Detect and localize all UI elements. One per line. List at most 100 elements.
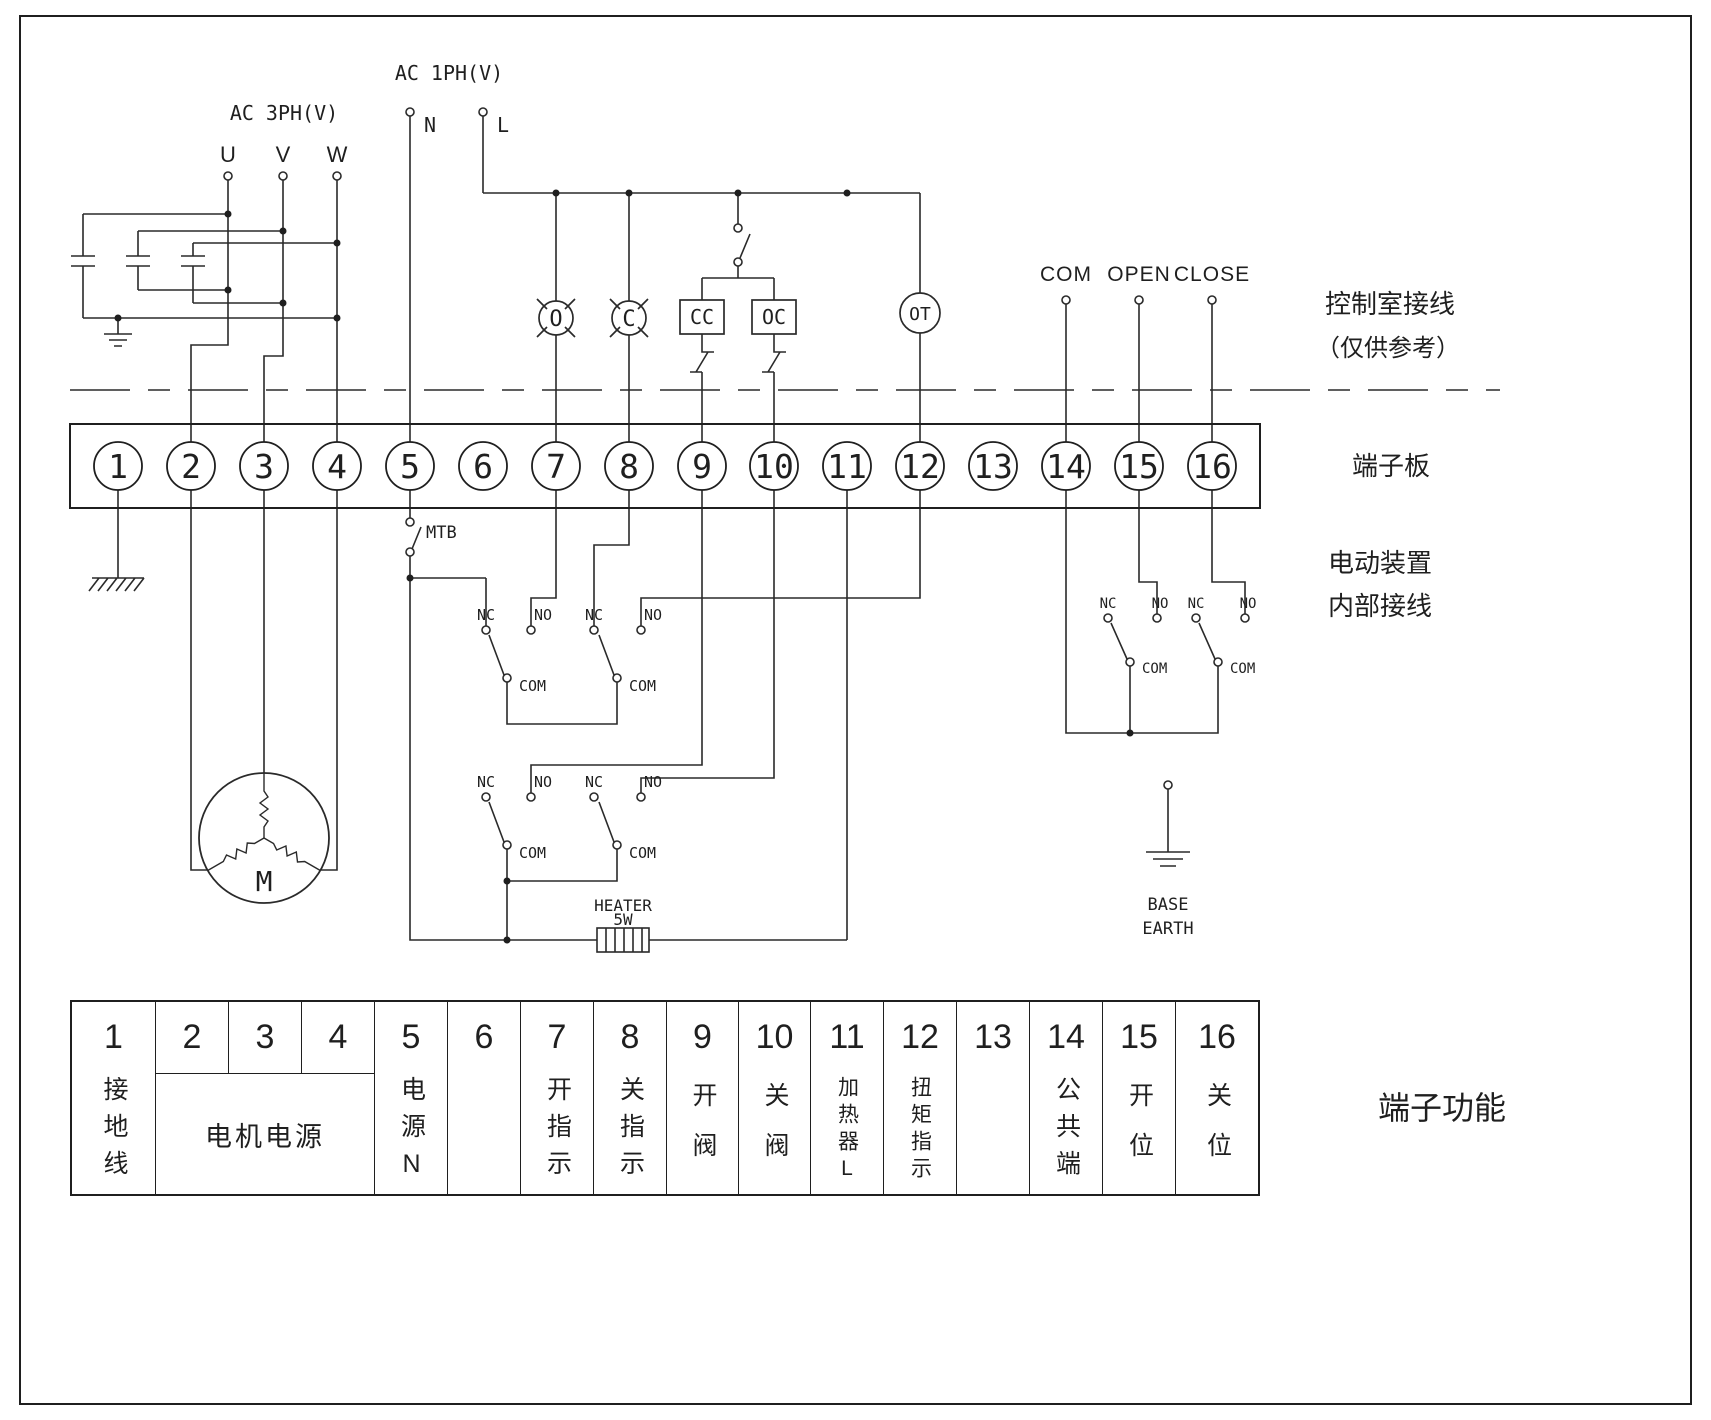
function-text: 开位: [1125, 1082, 1154, 1182]
terminal-w-circle: [332, 171, 342, 181]
wire-feed-nc-tl: [410, 577, 487, 626]
function-col-12: 12 扭矩指示: [884, 1002, 957, 1194]
lamp-open-ticks: [536, 298, 576, 338]
table-number: 8: [620, 1017, 640, 1056]
junction-dot: [224, 286, 232, 294]
no-label: NO: [644, 773, 662, 791]
function-col-13: 13: [957, 1002, 1030, 1194]
table-number: 11: [829, 1017, 865, 1056]
remote-com-circle: [1061, 295, 1071, 305]
com-label: COM: [1230, 661, 1255, 677]
control-room-wires: [71, 116, 1213, 442]
wire-com-rail-top: [506, 682, 618, 725]
base-earth-symbol: [1146, 789, 1190, 867]
bl-com-circle: [502, 840, 512, 850]
terminal-number: 6: [473, 447, 493, 486]
wire-com-rail-bottom: [506, 849, 618, 940]
terminal-circle-7: [531, 441, 581, 491]
terminal-circle-5: [385, 441, 435, 491]
terminal-number: 1: [108, 447, 128, 486]
ot-label: OT: [909, 304, 931, 325]
terminal-number: 10: [754, 447, 794, 486]
heater-label: HEATER: [594, 896, 652, 915]
com-label: COM: [1142, 661, 1167, 677]
function-text: 扭矩指示: [908, 1076, 932, 1184]
terminal-board-outline: [69, 423, 1261, 509]
neutral-label: N: [424, 113, 436, 137]
nc-label: NC: [1100, 596, 1117, 612]
table-number: 10: [755, 1017, 794, 1056]
lamp-close-circle: [611, 300, 647, 336]
junction-dot: [333, 314, 341, 322]
no-label: NO: [1152, 596, 1169, 612]
oc-coil-label: OC: [762, 305, 786, 329]
earth-label: EARTH: [1142, 919, 1193, 939]
wire-terminal12-torque: [640, 490, 921, 626]
heater-box-hatch: [605, 928, 643, 952]
r2-nc-circle: [1191, 613, 1201, 623]
terminal-n-circle: [405, 107, 415, 117]
wire-terminal15-open: [1138, 490, 1158, 614]
terminal-circles: [93, 441, 1237, 491]
wire-live-bus: [482, 116, 921, 442]
r1-nc-circle: [1103, 613, 1113, 623]
section-control-room: 控制室接线: [1325, 289, 1455, 319]
switch-contact-circles: [481, 613, 1250, 850]
table-number-4: 4: [302, 1002, 375, 1074]
section-internal-2: 内部接线: [1328, 591, 1432, 621]
function-table: 1 接地线 2 3 4 电机电源 5 电源N 6 7 开指示 8 关指示 9 开…: [70, 1000, 1260, 1196]
switch-blades-right: [1110, 622, 1216, 660]
nc-label: NC: [477, 773, 495, 791]
function-col-5: 5 电源N: [375, 1002, 448, 1194]
tr-com-circle: [612, 673, 622, 683]
nc-label: NC: [477, 606, 495, 624]
bl-nc-circle: [481, 792, 491, 802]
supply-terminal-circles: [223, 107, 1217, 790]
junction-dot: [279, 299, 287, 307]
junction-dot: [552, 189, 560, 197]
table-number-3: 3: [229, 1002, 302, 1074]
internal-wires: [88, 490, 1246, 941]
capacitor-network-wires: [71, 213, 337, 319]
motor-winding-1: [258, 773, 270, 838]
switch-labels-right: NC NO COM NC NO COM: [1100, 596, 1257, 677]
table-number: 14: [1047, 1017, 1085, 1056]
com-label: COM: [629, 677, 656, 695]
table-number: 12: [901, 1017, 939, 1056]
com-label: COM: [629, 844, 656, 862]
bl-no-circle: [526, 792, 536, 802]
function-motor-power: 电机电源: [156, 1074, 375, 1194]
no-label: NO: [534, 606, 552, 624]
junction-dot: [114, 314, 122, 322]
section-internal-1: 电动装置: [1328, 548, 1432, 578]
wire-terminal14-com: [1065, 490, 1219, 734]
wire-phase-u: [190, 180, 229, 442]
terminal-circle-4: [312, 441, 362, 491]
function-col-10: 10 关阀: [739, 1002, 811, 1194]
terminal-circle-13: [968, 441, 1018, 491]
table-number: 7: [547, 1017, 567, 1056]
oc-coil-box: [751, 299, 797, 335]
diagram-labels: AC 1PH(V) AC 3PH(V) U V W N L O C CC OC …: [220, 61, 1506, 1126]
switch-blades-left: [488, 634, 615, 843]
wire-terminal16-close: [1211, 490, 1246, 614]
terminal-number: 9: [692, 447, 712, 486]
terminal-circle-15: [1114, 441, 1164, 491]
r1-no-circle: [1152, 613, 1162, 623]
terminal-circle-8: [604, 441, 654, 491]
heater-symbol: [596, 927, 650, 953]
function-col-7: 7 开指示: [521, 1002, 594, 1194]
terminal-number: 14: [1046, 447, 1086, 486]
terminal-circle-6: [458, 441, 508, 491]
function-col-11: 11 加热器L: [811, 1002, 884, 1194]
remote-close-label: CLOSE: [1174, 263, 1250, 286]
wire-terminal9-switch: [530, 490, 703, 793]
motor-winding-3: [207, 837, 265, 872]
terminal-circle-9: [677, 441, 727, 491]
earth-tap-symbol: [104, 318, 132, 347]
function-text: 开阀: [689, 1082, 717, 1182]
terminal-circle-2: [166, 441, 216, 491]
base-label: BASE: [1148, 895, 1189, 915]
tl-com-circle: [502, 673, 512, 683]
